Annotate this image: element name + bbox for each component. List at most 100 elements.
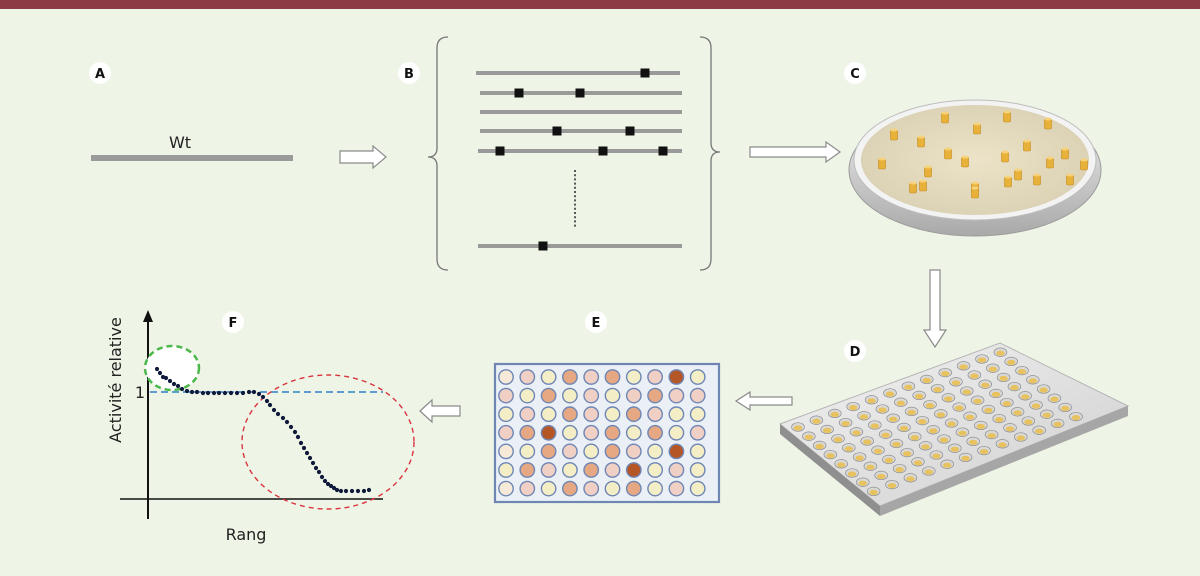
badge-d-circle [844,340,866,362]
plate-well [625,406,642,423]
plate-well [647,443,663,460]
activity-point [307,455,313,461]
plate-well [519,443,536,460]
plate-well [689,387,706,404]
tray-well-fill [984,407,993,413]
plate-well [519,387,536,404]
activity-point [310,460,316,466]
tray-well-fill [1020,394,1030,400]
tray-well-fill [913,460,923,466]
plate-well [540,406,557,423]
colony-top [944,147,952,151]
activity-point [355,488,361,494]
mutation-marker [598,146,608,156]
plate-wells [498,369,706,497]
plate-well [583,387,600,404]
tray-well-fill [793,425,803,431]
plate-well [540,462,557,478]
plate-well [604,462,621,478]
plate-well [583,406,600,423]
tray-well-fill [881,432,890,438]
badge-a-circle [89,62,111,84]
left-brace [427,36,449,271]
tray-well-fill [907,409,916,415]
tray-well-fill [1007,359,1016,365]
activity-point [298,440,304,446]
tray-well-fill [1002,401,1011,407]
tray-well-fill [852,430,861,436]
colony-top [917,135,925,139]
colony-top [971,181,979,185]
tray-well-fill [841,421,850,427]
tray-well-fill [1016,435,1025,441]
activity-point [288,424,294,430]
activity-point [361,488,367,494]
activity-points [154,366,372,494]
tray-well-fill [998,442,1007,448]
colony-top [878,157,886,161]
tray-well-fill [929,428,938,434]
plate-well [625,443,642,460]
plate-well [498,443,514,460]
tray-well-fill [977,357,987,363]
tray-well-fill [987,433,996,439]
plate-well [583,480,600,497]
tray-well-fill [833,437,843,443]
activity-point [260,394,266,400]
tray-well-fill [1042,412,1052,418]
plate-well [668,480,685,497]
colony-top [973,122,981,126]
tray-well-fill [979,449,989,455]
panel-b: B [398,36,721,271]
tray-well-fill [999,375,1008,381]
tray-well-fill [844,446,853,452]
activity-point [316,469,322,475]
tray-well-fill [955,405,964,411]
mutation-marker [575,88,585,98]
colony-top [1046,156,1054,160]
tray-well-fill [910,435,919,441]
mutation-marker [640,68,650,78]
activity-point [349,488,355,494]
tray-well-fill [950,446,959,452]
plate-well [583,443,600,460]
top-bar [0,0,1200,9]
plate-well [498,387,514,404]
tray-well-fill [863,439,872,445]
tray-well-fill [870,423,879,429]
tray-well-fill [973,398,982,404]
tray-well-fill [826,453,835,459]
tray-well-fill [969,439,978,445]
plate-well [562,443,578,460]
tray-well-fill [1035,428,1044,434]
colony-top [961,155,969,159]
tray-well-fill [941,371,950,377]
activity-point [246,389,252,395]
plate-well [604,424,621,441]
tray-well-fill [947,421,956,427]
colony-top [1066,173,1074,177]
tray-well-fill [1053,421,1062,427]
tray-well-fill [924,469,933,475]
tray-well-fill [1005,426,1015,432]
colony-top [941,111,949,115]
colony-top [924,165,932,169]
tray-well-fill [906,476,915,482]
activity-point [322,478,328,484]
arrow-b-to-c [749,140,842,164]
plate-well [562,369,578,385]
activity-point [338,488,344,494]
activity-point [280,415,286,421]
plate-well [562,462,578,478]
plate-well [583,424,600,441]
microplate-3d [779,342,1130,516]
colony-top [1004,175,1012,179]
badge-d: D [850,345,861,360]
tray-well-fill [859,414,869,420]
activity-point [175,383,181,389]
tray-well-fill [887,483,897,489]
colony-top [909,181,917,185]
plate-well [540,424,557,441]
tray-well-fill [939,437,949,443]
plate-well [562,424,578,441]
